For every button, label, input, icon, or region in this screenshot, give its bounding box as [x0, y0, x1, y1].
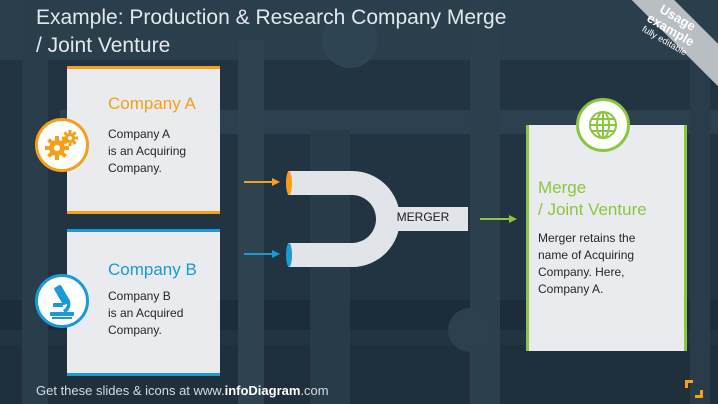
microscope-icon: [50, 285, 74, 319]
company-a-card: Company A Company A is an Acquiring Comp…: [67, 66, 220, 214]
merge-heading-line-1: Merge: [538, 178, 587, 197]
merge-line-2: name of Acquiring: [538, 248, 635, 262]
merger-pipe: [288, 171, 468, 267]
slide-title-line-1: Example: Production & Research Company M…: [36, 6, 507, 29]
company-b-heading: Company B: [108, 260, 197, 279]
company-b-line-1: Company B: [108, 289, 171, 303]
merge-icon-circle: [576, 98, 630, 152]
pipe-end-b: [286, 243, 292, 267]
gears-icon: [45, 130, 78, 160]
company-a-line-1: Company A: [108, 127, 171, 141]
arrow-b-icon: [244, 250, 280, 258]
merge-result-description: Merger retains the name of Acquiring Com…: [538, 230, 635, 298]
brand-logo-icon: [685, 380, 703, 398]
company-b-line-2: is an Acquired: [108, 306, 184, 320]
arrow-merge-icon: [480, 215, 517, 223]
company-b-icon-circle: [35, 274, 89, 328]
merge-heading-line-2: / Joint Venture: [538, 200, 647, 219]
footer-brand: infoDiagram: [224, 383, 301, 398]
company-b-line-3: Company.: [108, 323, 162, 337]
merge-line-4: Company A.: [538, 282, 604, 296]
slide-title: Example: Production & Research Company M…: [36, 4, 536, 60]
slide-title-line-2: / Joint Venture: [36, 34, 171, 57]
pipe-end-a: [286, 171, 292, 195]
merge-result-card: Merge / Joint Venture Merger retains the…: [526, 125, 687, 351]
company-a-heading: Company A: [108, 94, 196, 113]
merge-line-1: Merger retains the: [538, 231, 636, 245]
merger-label: MERGER: [396, 210, 450, 224]
footer-credit: Get these slides & icons at www.infoDiag…: [36, 383, 329, 399]
merge-line-3: Company. Here,: [538, 265, 625, 279]
company-a-line-3: Company.: [108, 161, 162, 175]
company-b-description: Company B is an Acquired Company.: [108, 288, 183, 339]
footer-suffix: .com: [300, 383, 329, 398]
company-b-card: Company B Company B is an Acquired Compa…: [67, 229, 220, 376]
merge-result-heading: Merge / Joint Venture: [538, 177, 647, 221]
footer-prefix: Get these slides & icons at www.: [36, 383, 225, 398]
company-a-icon-circle: [35, 118, 89, 172]
company-a-line-2: is an Acquiring: [108, 144, 187, 158]
company-a-description: Company A is an Acquiring Company.: [108, 126, 186, 177]
arrow-a-icon: [244, 178, 280, 186]
globe-icon: [589, 111, 617, 139]
